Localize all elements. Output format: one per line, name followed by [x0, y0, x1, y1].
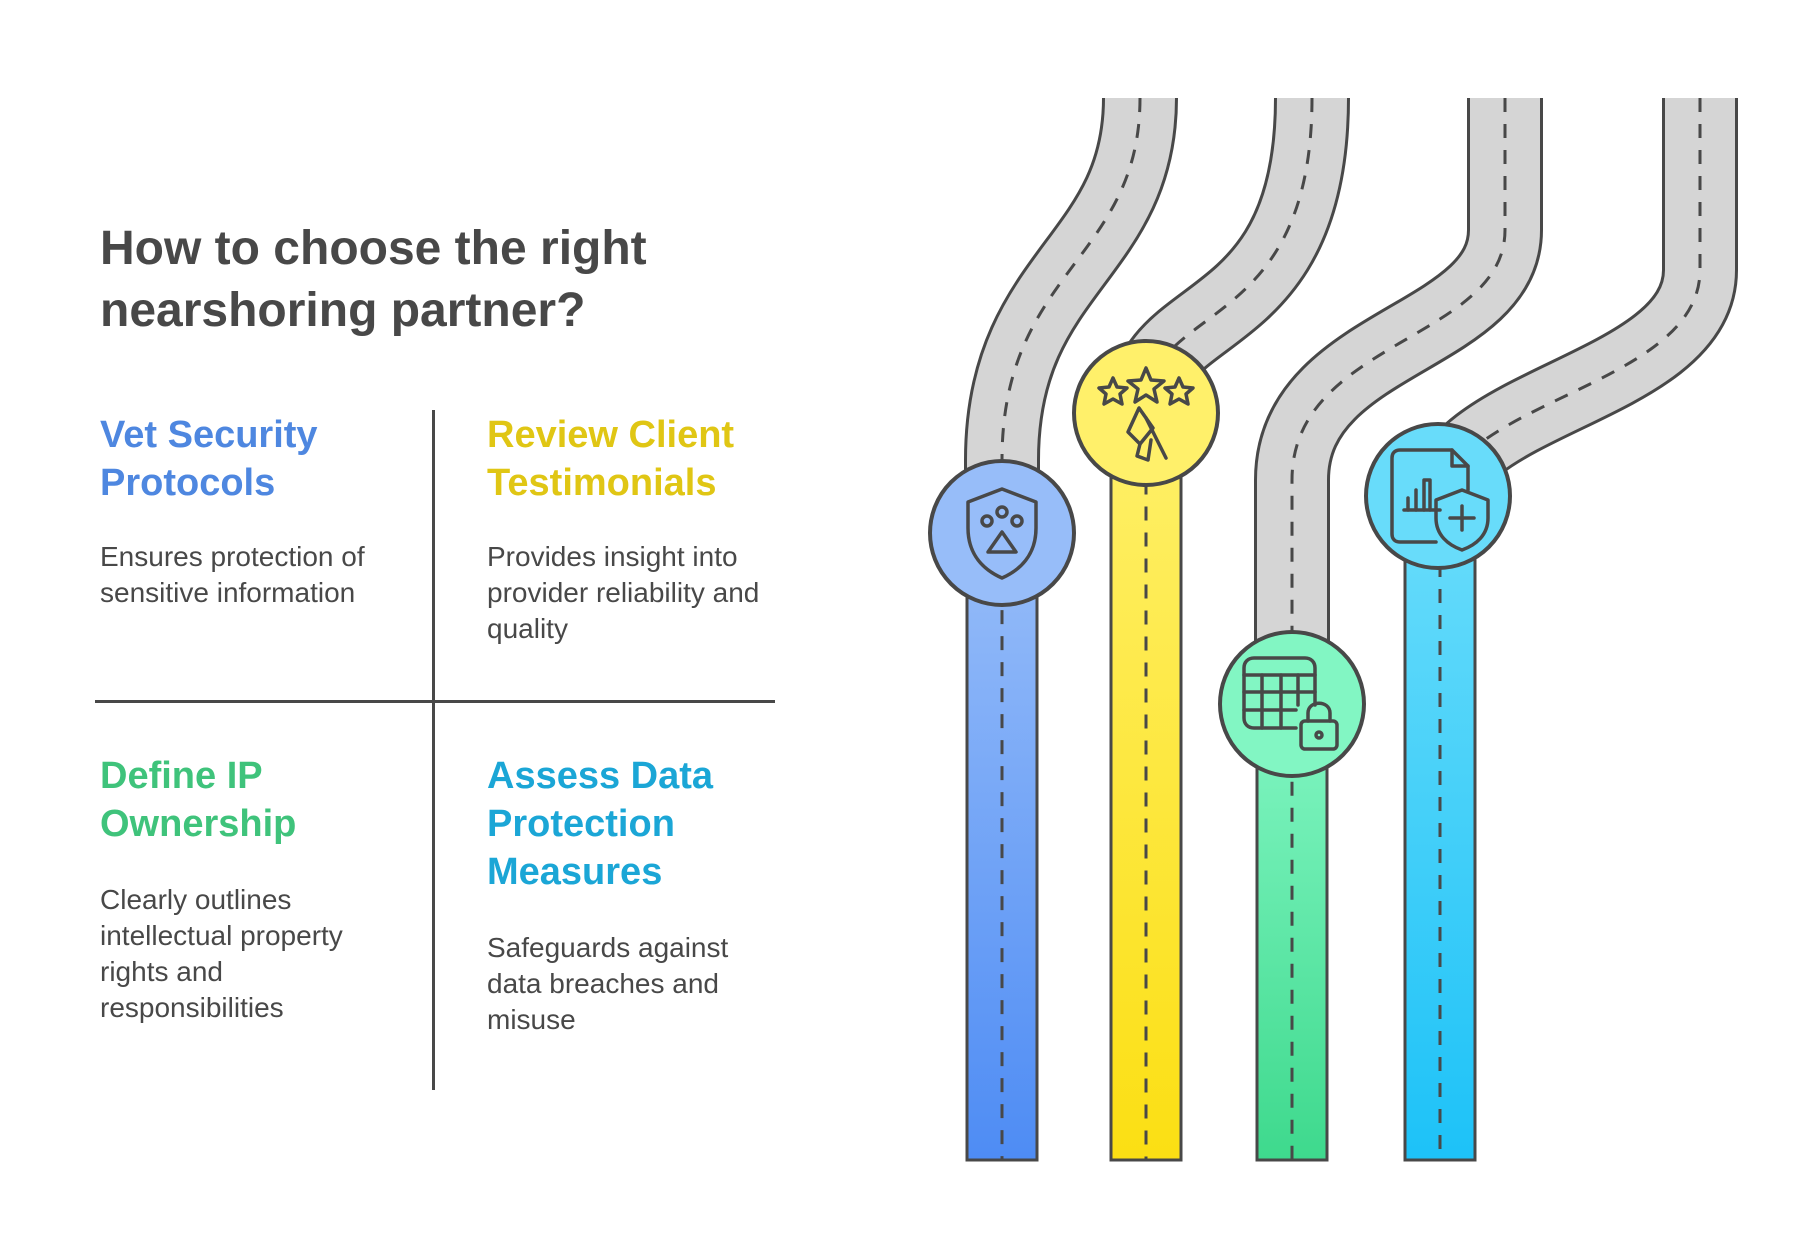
road-1 [964, 97, 1178, 1162]
road-4 [1402, 98, 1738, 1162]
document-shield-icon [1390, 448, 1490, 552]
card-heading: Review Client Testimonials [487, 414, 735, 504]
road-2-colored-lane [1109, 408, 1183, 1162]
vertical-divider [432, 410, 435, 1090]
card-vet-security: Vet Security Protocols Ensures protectio… [100, 411, 400, 611]
card-assess-data: Assess Data Protection Measures Safeguar… [487, 752, 787, 1038]
card-heading: Assess Data Protection Measures [487, 755, 714, 893]
card-description: Safeguards against data breaches and mis… [487, 932, 729, 1035]
card-description: Clearly outlines intellectual property r… [100, 884, 343, 1023]
road-3 [1254, 98, 1543, 1162]
road-1-dash-line [1000, 97, 1142, 1160]
card-heading: Define IP Ownership [100, 755, 297, 845]
node-2 [1072, 339, 1220, 487]
table-lock-icon [1242, 656, 1339, 751]
road-3-dash-line [1290, 98, 1507, 1160]
card-heading: Vet Security Protocols [100, 414, 318, 504]
node-3 [1218, 630, 1366, 778]
card-description: Ensures protection of sensitive informat… [100, 541, 365, 608]
node-4 [1364, 422, 1512, 570]
card-review-testimonials: Review Client Testimonials Provides insi… [487, 411, 787, 647]
page-title: How to choose the right nearshoring part… [100, 222, 647, 337]
card-description: Provides insight into provider reliabili… [487, 541, 760, 644]
card-define-ip: Define IP Ownership Clearly outlines int… [100, 752, 400, 1026]
node-1 [928, 459, 1076, 607]
road-3-colored-lane [1255, 703, 1329, 1162]
road-4-dash-line [1438, 98, 1702, 1160]
stars-megaphone-icon [1097, 366, 1195, 462]
shield-paw-icon [966, 487, 1038, 580]
horizontal-divider [95, 700, 775, 703]
